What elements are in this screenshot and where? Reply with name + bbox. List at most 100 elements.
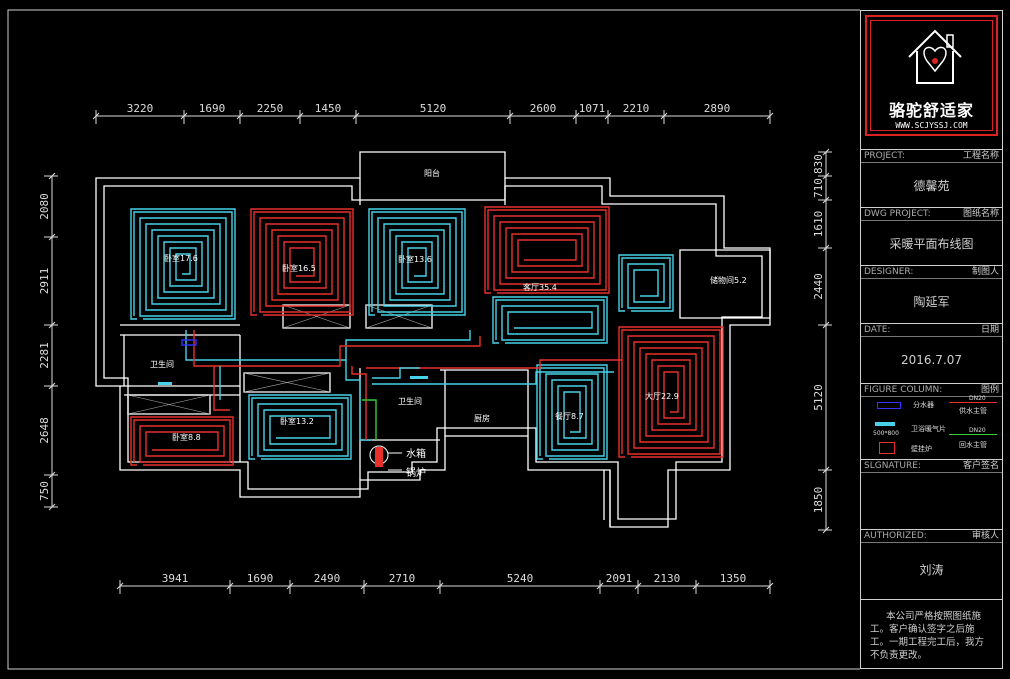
left-dim-2: 2281 <box>38 342 51 369</box>
radiator-icon <box>158 382 172 385</box>
loop-living-room-2 <box>492 296 608 344</box>
right-dim-3: 2440 <box>812 273 825 300</box>
authorized-label: AUTHORIZED: <box>864 531 927 541</box>
supply-legend: 供水主管 <box>959 407 987 415</box>
company-url: WWW.SCJYSSJ.COM <box>895 121 968 130</box>
signature-label-cn: 客户签名 <box>962 461 999 471</box>
date-section: DATE:日期 2016.7.07 <box>861 323 1002 383</box>
manifold-legend: 分水器 <box>913 401 934 409</box>
bottom-dim-4: 5240 <box>507 572 534 585</box>
left-dim-3: 2648 <box>38 417 51 444</box>
loop-bedroom-2 <box>250 208 354 316</box>
figure-label: FIGURE COLUMN: <box>864 385 943 395</box>
dimension-lines <box>44 110 832 594</box>
dwg-label: DWG PROJECT: <box>864 209 931 219</box>
main-pipe-1 <box>193 330 481 367</box>
house-logo-icon <box>908 29 962 84</box>
main-pipe-4 <box>345 360 372 441</box>
main-pipe-9 <box>362 399 377 440</box>
company-name: 骆驼舒适家 <box>888 101 974 120</box>
wall-1 <box>103 185 763 520</box>
loop-bedroom-1 <box>130 208 236 320</box>
loop-bedroom-5 <box>248 394 352 460</box>
main-pipe-7 <box>372 367 420 379</box>
bottom-dim-0: 3941 <box>162 572 189 585</box>
signature-section: SLGNATURE:客户签名 <box>861 459 1002 529</box>
loop-hall <box>618 326 724 458</box>
right-dim-4: 5120 <box>812 384 825 411</box>
supply-tag: DN20 <box>969 395 986 402</box>
wall-8 <box>440 369 529 436</box>
top-dim-6: 1071 <box>579 102 606 115</box>
top-dim-4: 5120 <box>420 102 447 115</box>
authorized-value: 刘涛 <box>919 563 944 577</box>
left-dim-0: 2080 <box>38 193 51 220</box>
bottom-dim-2: 2490 <box>314 572 341 585</box>
boiler-symbol: 水箱 锅炉 <box>369 445 426 479</box>
vent-legend: 卫浴暖气片 <box>911 425 946 433</box>
room-label-r6: 卫生间 <box>150 359 174 369</box>
loop-living-room <box>484 206 610 294</box>
project-value: 德馨苑 <box>913 179 950 193</box>
authorized-label-cn: 审核人 <box>971 531 999 541</box>
loop-bedroom-3 <box>368 208 466 316</box>
radiator-icon <box>410 376 428 379</box>
loop-dining <box>536 364 608 460</box>
room-label-r10: 厨房 <box>474 413 490 423</box>
manifold-legend-icon <box>877 402 901 409</box>
boiler-icon <box>375 447 383 467</box>
room-label-r3: 卧室13.6 <box>398 254 432 264</box>
dwg-value: 采暖平面布线图 <box>889 237 974 251</box>
room-label-r1: 卧室17.6 <box>164 253 198 263</box>
disclaimer-note: 本公司严格按照图纸施工。客户确认签字之后施工。一期工程完工后，我方不负责更改。 <box>870 611 985 661</box>
drawing-frame <box>7 9 860 670</box>
left-dim-1: 2911 <box>38 268 51 295</box>
figure-label-cn: 图例 <box>980 385 999 395</box>
return-line-icon <box>949 434 997 435</box>
main-pipe-2 <box>213 366 230 411</box>
manifold-icon <box>181 339 197 346</box>
room-label-r2: 卧室16.5 <box>282 263 316 273</box>
right-dim-2: 1610 <box>812 211 825 238</box>
date-value: 2016.7.07 <box>900 353 963 367</box>
designer-label-cn: 制图人 <box>971 267 999 277</box>
room-labels: 卧室17.6 卧室16.5 卧室13.6 客厅35.4 储物间5.2 卫生间 卧… <box>150 168 747 442</box>
legend-section: FIGURE COLUMN: 图例 分水器 DN20 供水主管 卫浴暖气片 500… <box>861 383 1002 459</box>
return-tag: DN20 <box>969 427 986 434</box>
loop-bedroom-4 <box>130 416 234 466</box>
date-label-cn: 日期 <box>980 325 999 335</box>
authorized-section: AUTHORIZED: 审核人 刘涛 <box>861 529 1002 599</box>
vent-legend-icon <box>875 422 895 426</box>
top-dim-5: 2600 <box>530 102 557 115</box>
top-dim-2: 2250 <box>257 102 284 115</box>
right-dim-0: 830 <box>812 154 825 174</box>
bottom-dim-7: 1350 <box>720 572 747 585</box>
room-label-r4: 客厅35.4 <box>523 282 557 292</box>
designer-section: DESIGNER:制图人 陶延军 <box>861 265 1002 321</box>
room-label-r5: 储物间5.2 <box>710 275 747 285</box>
project-label: PROJECT: <box>864 151 905 161</box>
main-pipe-0 <box>185 330 471 361</box>
room-label-r7: 卧室8.8 <box>172 432 201 442</box>
top-dim-7: 2210 <box>623 102 650 115</box>
vent-size: 500*800 <box>873 430 899 437</box>
wall-12 <box>679 249 771 319</box>
room-label-balcony: 阳台 <box>424 168 440 178</box>
supply-line-icon <box>949 402 997 403</box>
project-label-cn: 工程名称 <box>962 151 999 161</box>
room-label-r9: 卫生间 <box>398 396 422 406</box>
title-block: 骆驼舒适家 WWW.SCJYSSJ.COM PROJECT: 工程名称 德馨苑 D… <box>860 10 1003 669</box>
top-dim-8: 2890 <box>704 102 731 115</box>
dwg-label-cn: 图纸名称 <box>962 209 999 219</box>
boiler-legend-icon <box>879 442 895 454</box>
bottom-dim-3: 2710 <box>389 572 416 585</box>
bottom-dim-6: 2130 <box>654 572 681 585</box>
company-logo: 骆驼舒适家 WWW.SCJYSSJ.COM <box>865 15 998 136</box>
right-dim-5: 1850 <box>812 487 825 514</box>
project-section: PROJECT: 工程名称 德馨苑 <box>861 149 1002 207</box>
designer-label: DESIGNER: <box>864 267 914 277</box>
main-pipes <box>158 330 622 441</box>
room-label-r12: 大厅22.9 <box>645 391 679 401</box>
